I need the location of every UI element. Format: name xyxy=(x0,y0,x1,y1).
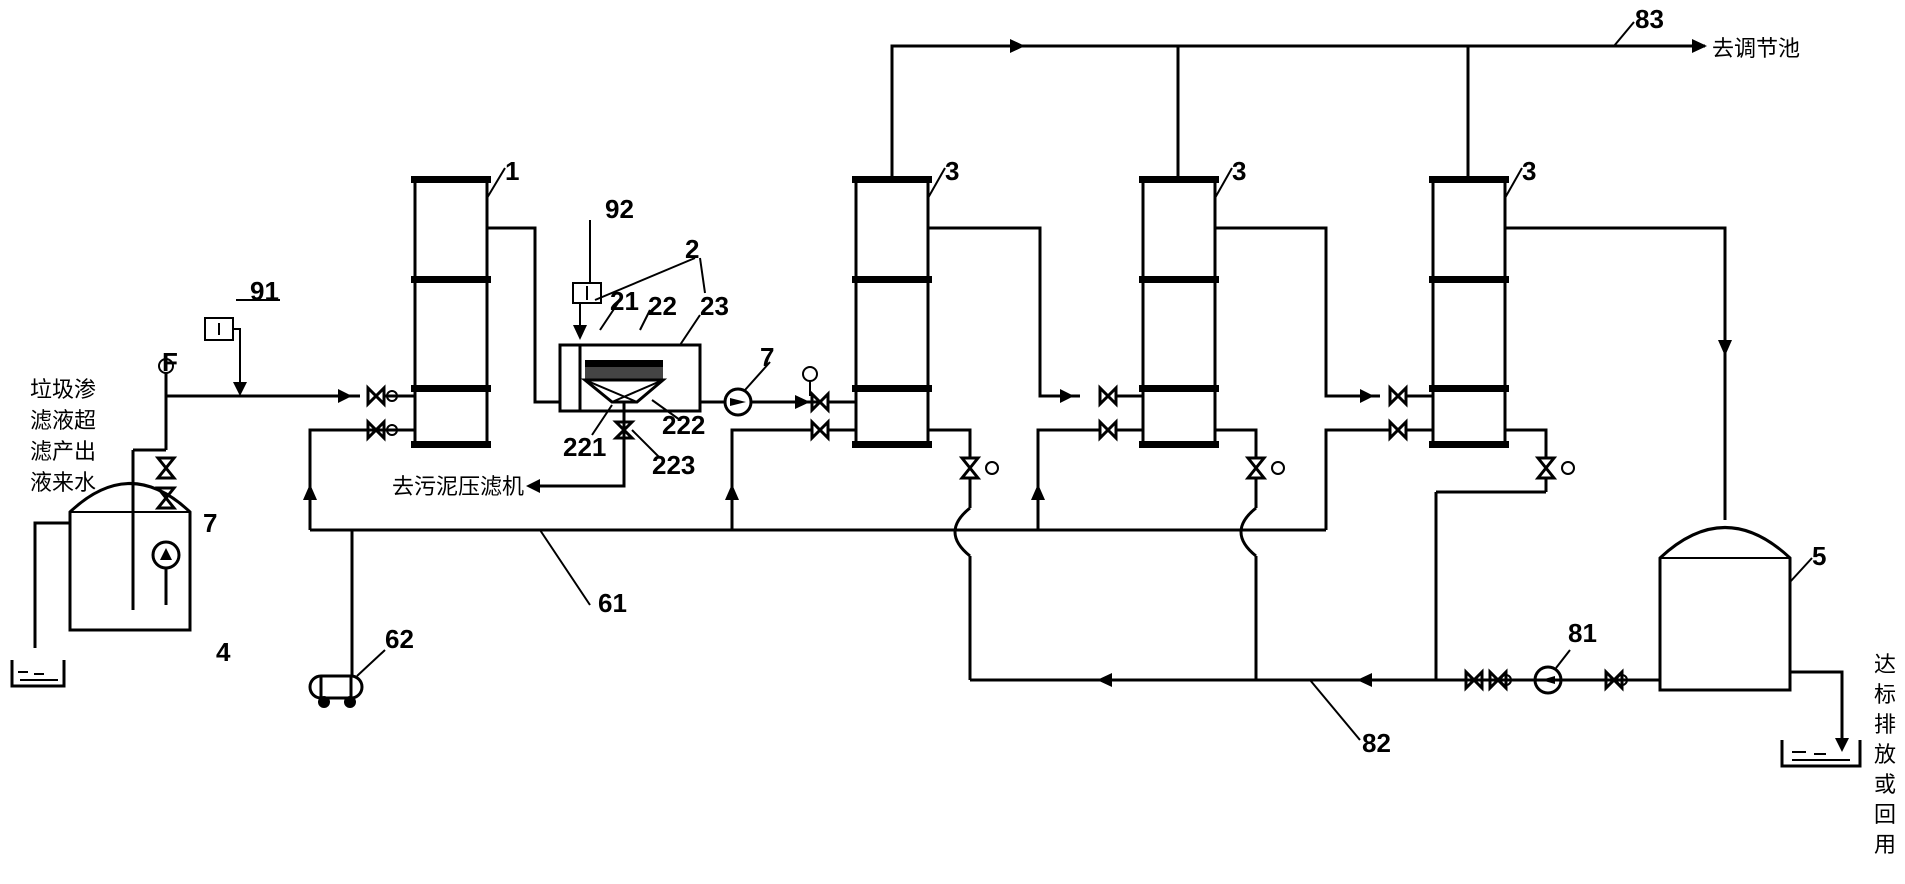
pipe-83 xyxy=(890,44,1640,176)
label-92: 92 xyxy=(605,194,634,224)
label-2: 2 xyxy=(685,234,699,264)
reactor-2 xyxy=(526,343,702,493)
valves-column-3-b xyxy=(1031,384,1143,530)
inlet-label: 垃圾渗 滤液超 滤产出 液来水 xyxy=(30,378,96,496)
discharge-char-5: 或 xyxy=(1874,773,1896,798)
label-1: 1 xyxy=(505,156,519,186)
dosing-tank-92 xyxy=(572,282,602,340)
label-222: 222 xyxy=(662,410,705,440)
column-3-c xyxy=(1429,167,1523,448)
label-221: 221 xyxy=(563,432,606,462)
discharge-char-2: 标 xyxy=(1874,683,1896,708)
discharge-char-4: 放 xyxy=(1874,743,1896,768)
label-3-a: 3 xyxy=(945,156,959,186)
label-81: 81 xyxy=(1568,618,1597,648)
drain-3a xyxy=(928,428,972,458)
valve-drain-3a xyxy=(958,456,999,480)
pipe-column1-to-reactor xyxy=(487,226,560,404)
label-82: 82 xyxy=(1362,728,1391,758)
column-3-a xyxy=(852,167,946,448)
backwash-valves xyxy=(1464,668,1512,692)
blower-62 xyxy=(308,649,386,708)
column-1 xyxy=(411,167,506,448)
leader-83 xyxy=(1613,21,1635,47)
to-regulating-tank-label: 去调节池 xyxy=(1712,37,1800,62)
drain-3c xyxy=(1505,428,1548,458)
discharge-char-3: 排 xyxy=(1874,713,1896,738)
jump-over-3a xyxy=(953,506,971,558)
tank-4 xyxy=(33,450,192,648)
valve-drain-3b xyxy=(1244,456,1285,480)
label-22: 22 xyxy=(648,291,677,321)
pipe-3c-to-tank-5 xyxy=(1505,226,1727,520)
flow-meter-inlet: F xyxy=(158,347,178,377)
label-7-inlet: 7 xyxy=(203,508,217,538)
pump-7-inlet xyxy=(151,540,181,570)
inlet-label-line-1: 垃圾渗 xyxy=(30,378,96,403)
dosing-tank-91 xyxy=(204,317,247,396)
discharge-char-7: 用 xyxy=(1874,833,1896,858)
inlet-label-line-2: 滤液超 xyxy=(30,409,96,434)
drain-3b xyxy=(1215,428,1258,458)
to-sludge-press-label: 去污泥压滤机 xyxy=(392,475,524,500)
label-62: 62 xyxy=(385,624,414,654)
drain-basin-left xyxy=(10,660,66,688)
label-5: 5 xyxy=(1812,541,1826,571)
drain-basin-right xyxy=(1780,740,1862,768)
label-223: 223 xyxy=(652,450,695,480)
label-4: 4 xyxy=(216,637,231,667)
label-91: 91 xyxy=(250,276,279,306)
inlet-label-line-4: 液来水 xyxy=(30,471,96,496)
pipe-3b-to-3c xyxy=(1215,226,1380,398)
column-3-b xyxy=(1139,167,1233,448)
jump-over-3b xyxy=(1239,506,1257,558)
inlet-label-line-3: 滤产出 xyxy=(30,440,96,465)
pump-7-reactor xyxy=(723,387,753,417)
label-21: 21 xyxy=(610,286,639,316)
pump-81 xyxy=(1533,649,1571,695)
label-23: 23 xyxy=(700,291,729,321)
discharge-label: 达 标 排 放 或 回 用 xyxy=(1874,653,1896,858)
valve-drain-3c xyxy=(1534,456,1575,480)
valves-column-3-c xyxy=(1324,384,1433,530)
discharge-char-6: 回 xyxy=(1874,803,1896,828)
reactor-leaders xyxy=(591,257,706,459)
label-3-c: 3 xyxy=(1522,156,1536,186)
label-3-b: 3 xyxy=(1232,156,1246,186)
pipe-3a-to-3b xyxy=(928,226,1080,398)
valves-column-3-a xyxy=(725,390,856,530)
label-83: 83 xyxy=(1635,4,1664,34)
label-61: 61 xyxy=(598,588,627,618)
label-7-reactor: 7 xyxy=(760,342,774,372)
svg-text:F: F xyxy=(162,347,178,377)
flow-meter-reactor xyxy=(802,366,818,396)
discharge-char-1: 达 xyxy=(1874,653,1896,678)
valve-inlet-vertical xyxy=(154,456,178,510)
tank-5 xyxy=(1658,526,1849,752)
